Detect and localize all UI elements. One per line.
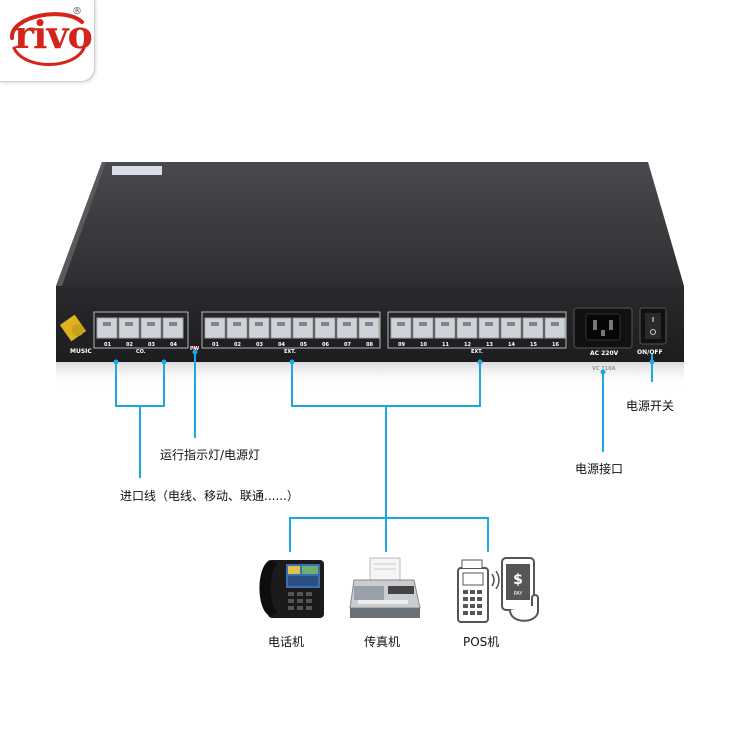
- pbx-device-illustration: [56, 162, 684, 388]
- logo-registered-mark: ®: [72, 6, 82, 17]
- logo-wordmark: rivo: [14, 12, 93, 57]
- ext-port-number: 14: [508, 342, 515, 348]
- ext-port-number: 07: [344, 342, 351, 348]
- ext-port-number: 03: [256, 342, 263, 348]
- ext-port-number: 01: [212, 342, 219, 348]
- music-label: MUSIC: [70, 348, 92, 355]
- fax-label: 传真机: [364, 635, 401, 649]
- ext-port-number: 16: [552, 342, 559, 348]
- logo-swoosh-icon: [10, 12, 86, 66]
- ext-port-number: 13: [486, 342, 493, 348]
- incoming-lines-annotation: 进口线（电线、移动、联通......）: [120, 489, 299, 503]
- desk-phone-icon: [259, 560, 324, 618]
- ext-port-number: 04: [278, 342, 285, 348]
- fax-machine-icon: [349, 557, 421, 618]
- ext-port-number: 08: [366, 342, 373, 348]
- co-port-number: 04: [170, 342, 177, 348]
- ext-port-number: 10: [420, 342, 427, 348]
- ext-port-number: 15: [530, 342, 537, 348]
- power-switch-annotation: 电源开关: [626, 399, 675, 413]
- ext-port-number: 05: [300, 342, 307, 348]
- co-label: CO.: [136, 349, 146, 355]
- ext-port-number: 11: [442, 342, 449, 348]
- power-socket-annotation: 电源接口: [575, 462, 624, 476]
- co-port-number: 02: [126, 342, 133, 348]
- ext-port-number: 09: [398, 342, 405, 348]
- ext-port-number: 06: [322, 342, 329, 348]
- co-port-number: 03: [148, 342, 155, 348]
- fuse-label: VC T10A: [592, 366, 616, 372]
- on-off-label: ON/OFF: [637, 349, 663, 356]
- ext-label-group1: EXT.: [284, 349, 296, 355]
- ext-port-number: 12: [464, 342, 471, 348]
- pw-label: PW: [190, 346, 200, 352]
- ac-voltage-label: AC 220V: [590, 350, 619, 357]
- brand-logo: rivo ®: [0, 0, 95, 82]
- ext-port-number: 02: [234, 342, 241, 348]
- svg-text:$: $: [513, 572, 523, 588]
- pos-terminal-icon: $ PAY: [457, 557, 539, 623]
- pbx-device: MUSIC CO. PW EXT. EXT. AC 220V VC T10A O…: [56, 162, 684, 388]
- run-indicator-annotation: 运行指示灯/电源灯: [160, 448, 261, 462]
- phone-label: 电话机: [268, 635, 305, 649]
- pos-label: POS机: [463, 635, 500, 649]
- svg-text:PAY: PAY: [514, 591, 524, 597]
- ext-label-group2: EXT.: [471, 349, 483, 355]
- co-port-number: 01: [104, 342, 111, 348]
